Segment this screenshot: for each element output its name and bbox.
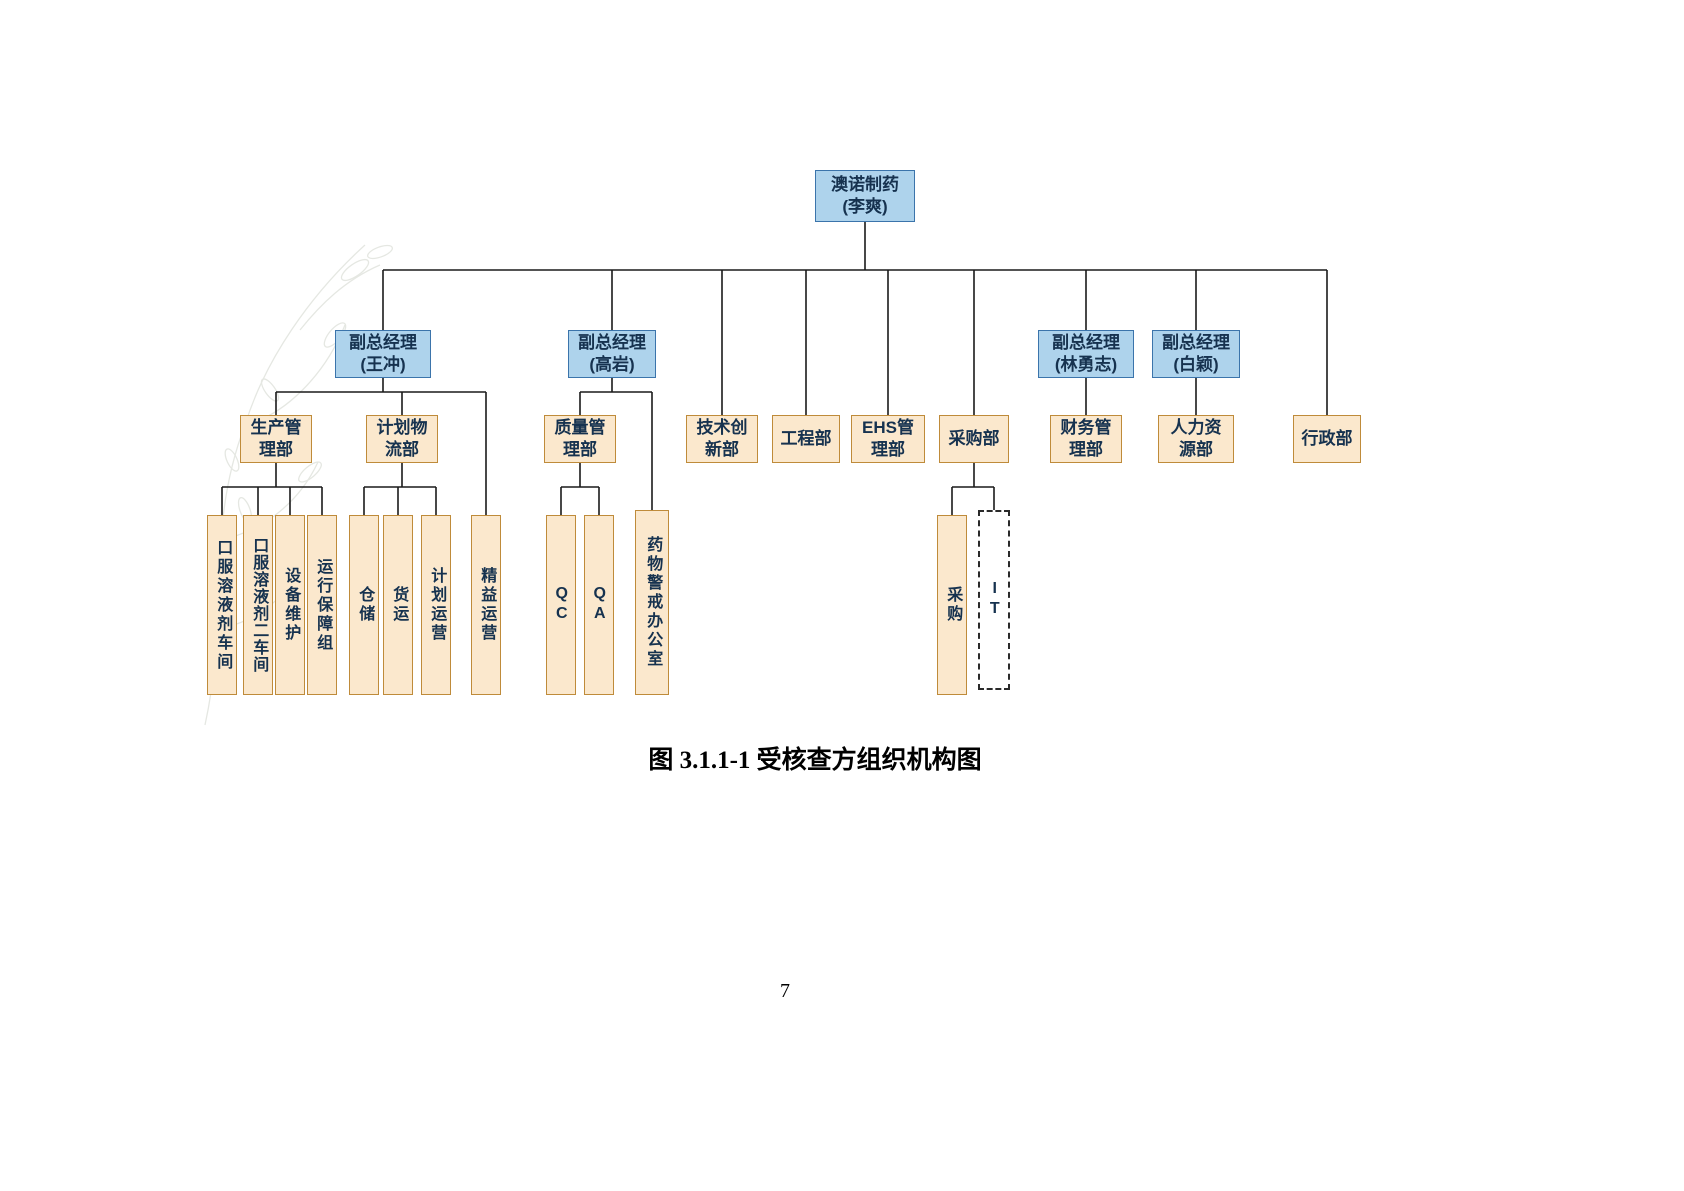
org-node-ceo: 澳诺制药 (李爽) — [815, 170, 915, 222]
org-node-vp-baiying: 副总经理 (白颖) — [1152, 330, 1240, 378]
org-node-dept-procurement: 采购部 — [939, 415, 1009, 463]
org-node-dept-quality: 质量管 理部 — [544, 415, 616, 463]
org-node-dept-logistics: 计划物 流部 — [366, 415, 438, 463]
org-node-unit-freight: 货运 — [383, 515, 413, 695]
org-node-dept-tech-innovation: 技术创 新部 — [686, 415, 758, 463]
org-node-dept-ehs: EHS管 理部 — [851, 415, 925, 463]
org-node-dept-admin: 行政部 — [1293, 415, 1361, 463]
org-node-unit-equipment-maintenance: 设备维护 — [275, 515, 305, 695]
org-node-unit-qa: QA — [584, 515, 614, 695]
org-node-unit-warehouse: 仓储 — [349, 515, 379, 695]
org-node-unit-purchasing: 采购 — [937, 515, 967, 695]
org-node-vp-linyongzhi: 副总经理 (林勇志) — [1038, 330, 1134, 378]
figure-caption: 图 3.1.1-1 受核查方组织机构图 — [648, 747, 982, 774]
org-node-unit-qc: QC — [546, 515, 576, 695]
org-node-unit-oral-workshop-2: 口服溶液剂二车间 — [243, 515, 273, 695]
page-number: 7 — [780, 980, 790, 1002]
org-node-dept-engineering: 工程部 — [772, 415, 840, 463]
org-node-unit-pharmacovigilance: 药物警戒办公室 — [635, 510, 669, 695]
org-node-unit-plan-operations: 计划运营 — [421, 515, 451, 695]
org-node-unit-lean-operations: 精益运营 — [471, 515, 501, 695]
org-node-dept-hr: 人力资 源部 — [1158, 415, 1234, 463]
org-node-dept-finance: 财务管 理部 — [1050, 415, 1122, 463]
org-node-vp-wangchong: 副总经理 (王冲) — [335, 330, 431, 378]
org-node-unit-it: IT — [978, 510, 1010, 690]
org-node-unit-oral-workshop-1: 口服溶液剂车间 — [207, 515, 237, 695]
org-node-vp-gaoyan: 副总经理 (高岩) — [568, 330, 656, 378]
org-node-dept-production: 生产管 理部 — [240, 415, 312, 463]
org-node-unit-operation-support: 运行保障组 — [307, 515, 337, 695]
